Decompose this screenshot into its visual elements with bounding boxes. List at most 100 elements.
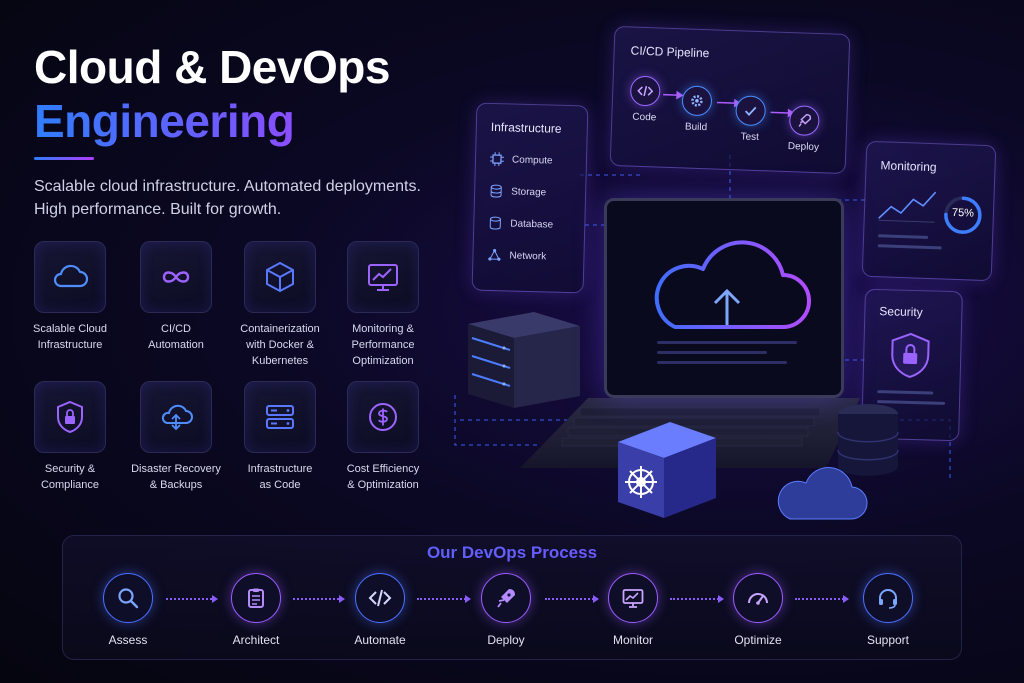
clipboard-icon [231,573,281,623]
process-step-support: Support [843,573,933,647]
placeholder-bar [878,234,929,239]
hero-title-line1: Cloud & DevOps [34,41,390,93]
placeholder-bar [877,390,934,395]
pipeline-stage-code: Code [618,75,672,124]
database-icon [489,216,501,230]
feature-cost-efficiency: Cost Efficiency& Optimization [331,381,435,493]
laptop-screen [604,198,844,398]
feature-label: Disaster Recovery& Backups [131,463,221,491]
security-panel: Security [861,288,963,442]
hero-title: Cloud & DevOps Engineering [34,40,390,148]
gauge-percent-label: 75% [951,206,975,220]
kubernetes-cube [618,422,716,518]
pipeline-stage-build: Build [670,85,724,134]
feature-label: Cost Efficiency& Optimization [346,463,420,491]
pipeline-stage-deploy: Deploy [777,105,831,154]
process-step-deploy: Deploy [461,573,551,647]
security-title: Security [879,304,923,320]
shield-lock-icon [891,332,930,378]
process-arrow [670,595,724,603]
infinity-icon [162,271,190,283]
server-icon [266,405,294,429]
placeholder-bar [657,351,767,354]
kubernetes-helm-icon [625,466,657,498]
hero-divider [34,157,94,160]
infrastructure-panel: Infrastructure Compute Storage Database … [471,102,589,294]
placeholder-bar [657,341,797,344]
code-icon [629,75,661,107]
code-icon [355,573,405,623]
process-step-architect: Architect [211,573,301,647]
monitoring-panel: Monitoring 75% [861,140,997,282]
infra-item-storage: Storage [489,184,546,199]
infra-item-network: Network [487,248,546,264]
feature-icon-box [244,241,316,313]
placeholder-bar [877,244,942,250]
headset-icon [863,573,913,623]
chip-icon [489,152,505,167]
monitoring-title: Monitoring [880,158,937,175]
feature-icon-box [347,241,419,313]
process-step-monitor: Monitor [588,573,678,647]
hero-subtitle-line1: Scalable cloud infrastructure. Automated… [34,178,421,195]
monitor-icon [608,573,658,623]
gear-icon [681,85,713,117]
feature-icon-box [140,241,212,313]
shield-lock-icon [57,400,83,434]
storage-icon [490,184,502,198]
infra-item-compute: Compute [489,152,553,168]
hero-subtitle-line2: High performance. Built for growth. [34,201,282,218]
feature-icon-box [34,381,106,453]
search-icon [103,573,153,623]
feature-disaster-recovery: Disaster Recovery& Backups [124,381,228,493]
process-step-automate: Automate [335,573,425,647]
cube-icon [266,262,294,292]
feature-icon-box [140,381,212,453]
pipeline-stage-test: Test [724,95,778,144]
process-title: Our DevOps Process [0,543,1024,563]
line-chart-icon [878,191,937,223]
database-cylinder [837,404,899,476]
rocket-icon [788,105,820,137]
check-icon [735,95,767,127]
feature-security: Security &Compliance [18,381,122,493]
feature-label: Security &Compliance [40,463,100,491]
cloud-icon [53,264,89,288]
process-arrow [545,595,599,603]
cicd-pipeline-panel: CI/CD Pipeline Code Build Test Deploy [609,25,851,175]
hero-title-line2: Engineering [34,94,390,148]
cloud-upload-icon [654,240,811,329]
infra-item-database: Database [488,216,553,232]
hero-subtitle: Scalable cloud infrastructure. Automated… [34,175,454,221]
server-rack [468,312,580,408]
cloud-shape [777,467,868,520]
placeholder-bar [657,361,787,364]
monitor-chart-icon [368,264,398,291]
process-step-optimize: Optimize [713,573,803,647]
process-arrow [795,595,849,603]
infrastructure-title: Infrastructure [490,119,562,136]
feature-icon-box [34,241,106,313]
process-arrow [417,595,471,603]
dollar-icon [369,403,397,431]
feature-icon-box [244,381,316,453]
feature-icon-box [347,381,419,453]
cloud-sync-icon [161,404,193,431]
network-icon [488,248,501,261]
rocket-icon [481,573,531,623]
process-arrow [293,595,345,603]
process-arrow [166,595,218,603]
gauge-ring [944,196,982,234]
process-step-assess: Assess [83,573,173,647]
gauge-icon [733,573,783,623]
